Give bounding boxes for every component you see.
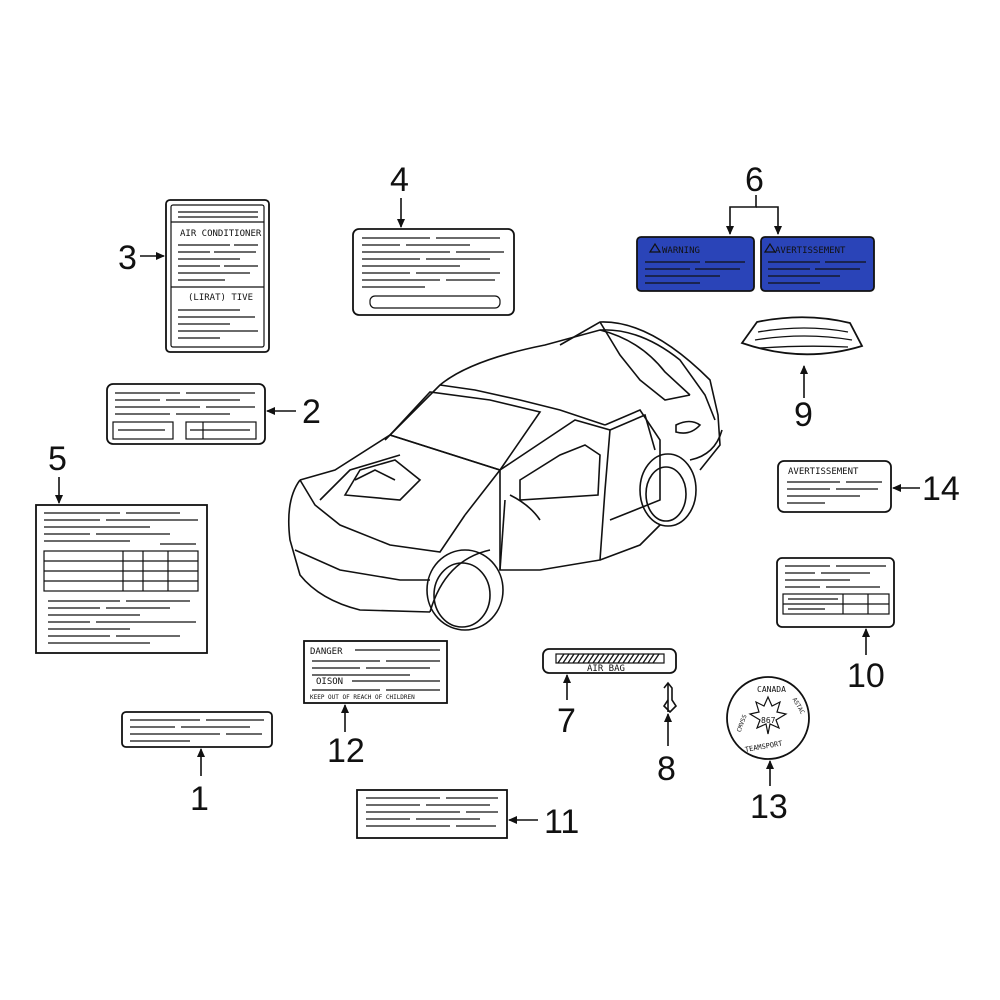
callout-arrows <box>55 195 920 824</box>
label-6-warning-blue: WARNING <box>636 236 755 292</box>
label-11 <box>356 789 508 839</box>
label-9-text-lines <box>754 327 853 349</box>
callout-4: 4 <box>390 161 409 199</box>
label-5-table <box>35 504 208 654</box>
label-6-avertissement-blue: AVERTISSEMENT <box>760 236 875 292</box>
label-6b-text-lines <box>768 261 866 284</box>
seal-year-text: 867 <box>761 716 776 725</box>
label-13-canada-seal: CANADA 867 CMVSS ASTAC TEAMSPORT <box>726 676 810 760</box>
warning-text: WARNING <box>662 246 700 256</box>
callout-9: 9 <box>794 396 813 434</box>
label-9-curved <box>740 316 864 356</box>
label-14-text-lines <box>787 481 882 504</box>
part-8-clip <box>662 681 678 714</box>
avertissement-text: AVERTISSEMENT <box>788 467 859 477</box>
callout-10: 10 <box>847 657 885 695</box>
callout-13: 13 <box>750 788 788 826</box>
label-10-text-lines <box>785 565 886 610</box>
vehicle-illustration <box>287 321 723 631</box>
label-12-text-lines <box>312 649 440 691</box>
label-3-text-lines <box>178 211 258 339</box>
label-12-danger-poison: DANGER OISON KEEP OUT OF REACH OF CHILDR… <box>303 640 448 704</box>
label-1 <box>121 711 273 748</box>
airbag-text: AIR BAG <box>587 664 625 674</box>
arrow-6b <box>756 206 782 235</box>
label-7-airbag: AIR BAG <box>542 648 677 674</box>
callout-12: 12 <box>327 732 365 770</box>
label-4-text-lines <box>362 237 504 288</box>
callout-2: 2 <box>302 393 321 431</box>
callout-1: 1 <box>190 780 209 818</box>
danger-footer-text: KEEP OUT OF REACH OF CHILDREN <box>310 694 415 701</box>
label-2 <box>106 383 266 445</box>
danger-text: DANGER <box>310 647 343 657</box>
label-14-avertissement: AVERTISSEMENT <box>777 460 892 513</box>
label-10 <box>776 557 895 628</box>
label-3-air-conditioner: AIR CONDITIONER (LIRAT) TIVE <box>165 199 270 353</box>
callout-11: 11 <box>544 803 579 841</box>
label-1-text-lines <box>130 719 264 742</box>
label-2-text-lines <box>115 392 255 431</box>
airbag-hatching <box>557 653 660 664</box>
callout-14: 14 <box>922 470 960 508</box>
seal-top-text: CANADA <box>757 685 786 694</box>
label-4 <box>352 228 515 316</box>
callout-5: 5 <box>48 440 67 478</box>
poison-text: OISON <box>316 677 343 687</box>
callout-7: 7 <box>557 702 576 740</box>
ac-subtitle: (LIRAT) TIVE <box>188 293 253 303</box>
callout-3: 3 <box>118 239 137 277</box>
label-5-text-lines <box>44 512 198 644</box>
callout-numbers: 3 4 6 9 2 5 14 10 12 7 8 1 11 13 <box>48 161 960 841</box>
label-6a-text-lines <box>645 261 745 284</box>
label-11-text-lines <box>366 797 498 827</box>
callout-6: 6 <box>745 161 764 199</box>
callout-8: 8 <box>657 750 676 788</box>
arrow-6a <box>726 195 757 235</box>
maple-leaf-icon <box>748 695 788 735</box>
avertissement-blue-text: AVERTISSEMENT <box>775 246 846 256</box>
ac-title: AIR CONDITIONER <box>180 229 262 239</box>
